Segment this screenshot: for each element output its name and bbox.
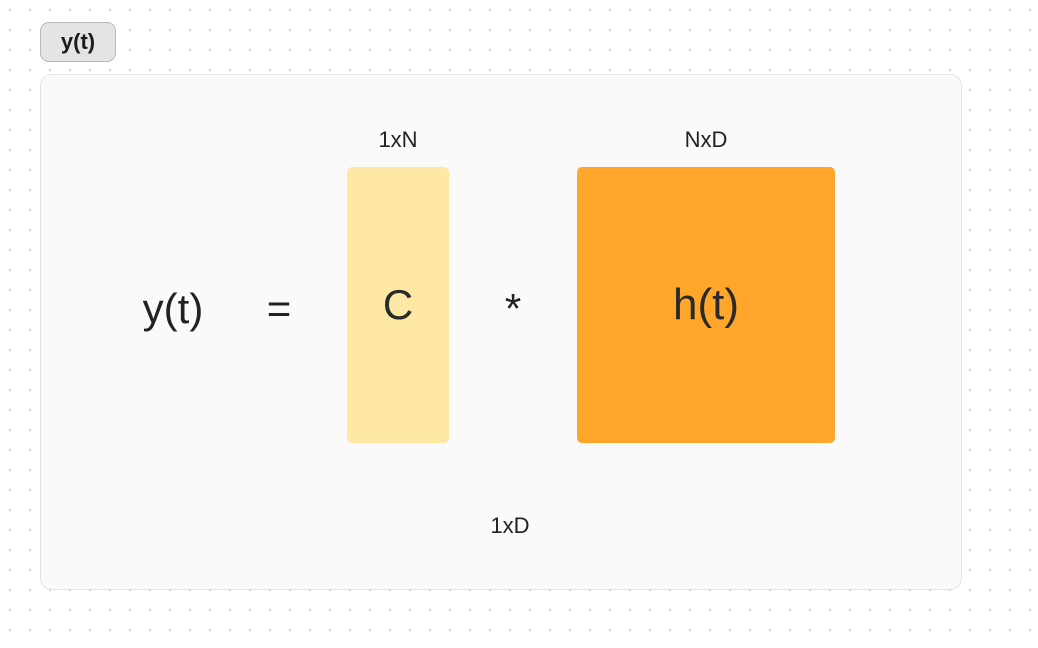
matrix-c-label: C (382, 281, 414, 328)
equals-sign: = (266, 285, 292, 332)
equation-panel: 1xN NxD y(t) = C * h(t) 1xD (40, 74, 962, 590)
matrix-h-dimension: NxD (684, 127, 728, 152)
matrix-c-dimension: 1xN (378, 127, 418, 152)
matrix-c-block: C (347, 167, 449, 443)
multiply-operator: * (504, 285, 522, 332)
matrix-h-block: h(t) (577, 167, 835, 443)
matrix-h-label: h(t) (673, 280, 739, 329)
title-tag[interactable]: y(t) (40, 22, 116, 62)
equation-lhs: y(t) (142, 285, 204, 332)
result-dimension: 1xD (490, 513, 530, 538)
